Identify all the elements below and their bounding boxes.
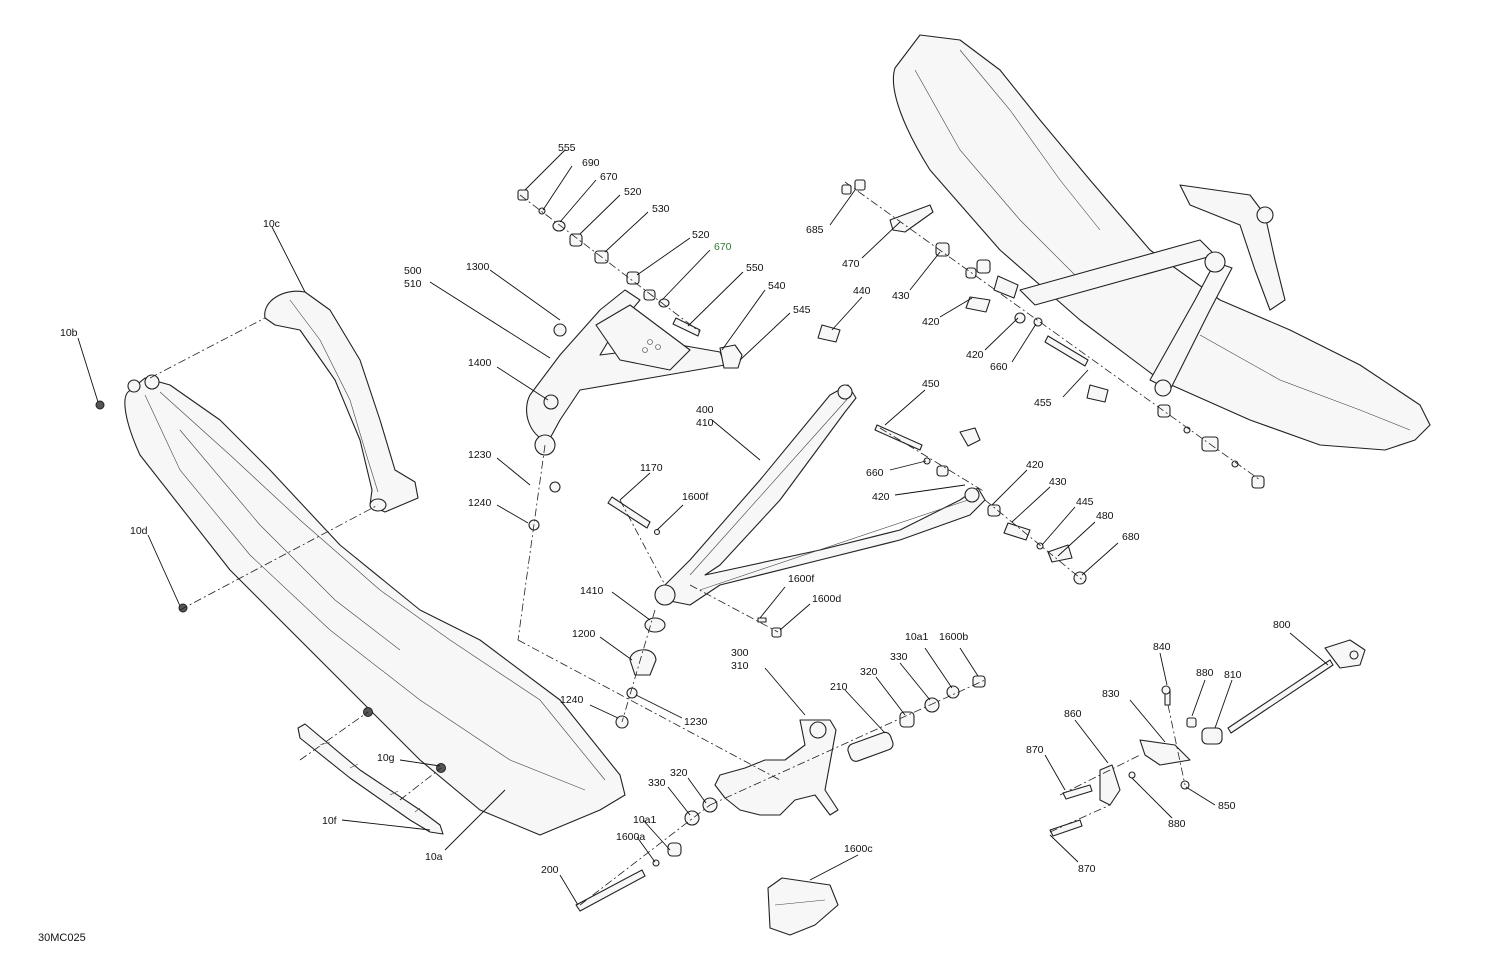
callout-label: 320 [860, 666, 878, 678]
callout-label: 690 [582, 157, 600, 169]
callout-label: 330 [648, 777, 666, 789]
callout-label: 520 [692, 229, 710, 241]
callout-label: 800 [1273, 619, 1291, 631]
lower-arm-hardware [607, 496, 782, 729]
leader-lines [77, 149, 1329, 906]
callout-label: 410 [696, 417, 714, 429]
callout-label: 10b [60, 327, 78, 339]
callout-label: 330 [890, 651, 908, 663]
callout-label: 455 [1034, 397, 1052, 409]
callout-label: 430 [1049, 476, 1067, 488]
right-ski [892, 34, 1431, 451]
callout-label: 550 [746, 262, 764, 274]
callout-label: 545 [793, 304, 811, 316]
callout-label: 1600b [939, 631, 968, 643]
steering-link [1049, 639, 1366, 837]
callout-label: 420 [922, 316, 940, 328]
callout-label: 880 [1196, 667, 1214, 679]
callout-label: 1410 [580, 585, 604, 597]
callout-label: 470 [842, 258, 860, 270]
callout-label: 660 [866, 467, 884, 479]
callout-label: 300 [731, 647, 749, 659]
callout-label: 1600a [616, 831, 645, 843]
callout-label: 10a [425, 851, 443, 863]
callout-label: 1600c [844, 843, 873, 855]
callout-label: 10d [130, 525, 148, 537]
callout-label: 450 [922, 378, 940, 390]
callout-label: 200 [541, 864, 559, 876]
callout-label: 510 [404, 278, 422, 290]
callout-label: 810 [1224, 669, 1242, 681]
left-ski [124, 374, 626, 836]
callout-label: 10a1 [905, 631, 929, 643]
callout-label: 1200 [572, 628, 596, 640]
callout-label: 420 [872, 491, 890, 503]
callout-label: 870 [1078, 863, 1096, 875]
callout-label: 670 [600, 171, 618, 183]
assembly-lines [149, 181, 1261, 906]
callout-label: 420 [1026, 459, 1044, 471]
callout-label: 440 [853, 285, 871, 297]
callout-label: 400 [696, 404, 714, 416]
callout-label: 860 [1064, 708, 1082, 720]
diagram-code: 30MC025 [38, 932, 86, 944]
callout-label: 880 [1168, 818, 1186, 830]
callout-label: 1240 [468, 497, 492, 509]
callout-label: 870 [1026, 744, 1044, 756]
callout-label: 1600f [788, 573, 814, 585]
callout-label: 500 [404, 265, 422, 277]
callout-labels: 555 690 670 520 530 520 670 550 540 545 … [60, 142, 1291, 876]
callout-label: 530 [652, 203, 670, 215]
callout-label: 660 [990, 361, 1008, 373]
callout-label: 840 [1153, 641, 1171, 653]
callout-label: 1230 [468, 449, 492, 461]
callout-label: 1300 [466, 261, 490, 273]
spindle [575, 675, 986, 936]
callout-label: 1230 [684, 716, 708, 728]
callout-label: 670 [714, 241, 732, 253]
upper-a-arm [526, 289, 743, 456]
callout-label: 1240 [560, 694, 584, 706]
callout-label: 1400 [468, 357, 492, 369]
callout-label: 1170 [640, 462, 663, 474]
callout-label: 445 [1076, 496, 1094, 508]
callout-label: 830 [1102, 688, 1120, 700]
callout-label: 310 [731, 660, 749, 672]
callout-label: 210 [830, 681, 848, 693]
left-ski-handle [264, 290, 419, 513]
callout-label: 680 [1122, 531, 1140, 543]
callout-label: 1600f [682, 491, 708, 503]
lower-arm-right-hardware [874, 424, 1087, 585]
callout-label: 520 [624, 186, 642, 198]
callout-label: 555 [558, 142, 576, 154]
callout-label: 420 [966, 349, 984, 361]
callout-label: 10c [263, 218, 280, 230]
callout-label: 1600d [812, 593, 841, 605]
callout-label: 320 [670, 767, 688, 779]
callout-label: 850 [1218, 800, 1236, 812]
callout-label: 10f [322, 815, 337, 827]
callout-label: 540 [768, 280, 786, 292]
parts-line-art [95, 34, 1431, 936]
callout-label: 10a1 [633, 814, 657, 826]
lower-a-arm [654, 384, 986, 606]
callout-label: 685 [806, 224, 824, 236]
left-ski-runner [297, 723, 444, 835]
callout-label: 10g [377, 752, 395, 764]
callout-label: 430 [892, 290, 910, 302]
callout-label: 480 [1096, 510, 1114, 522]
